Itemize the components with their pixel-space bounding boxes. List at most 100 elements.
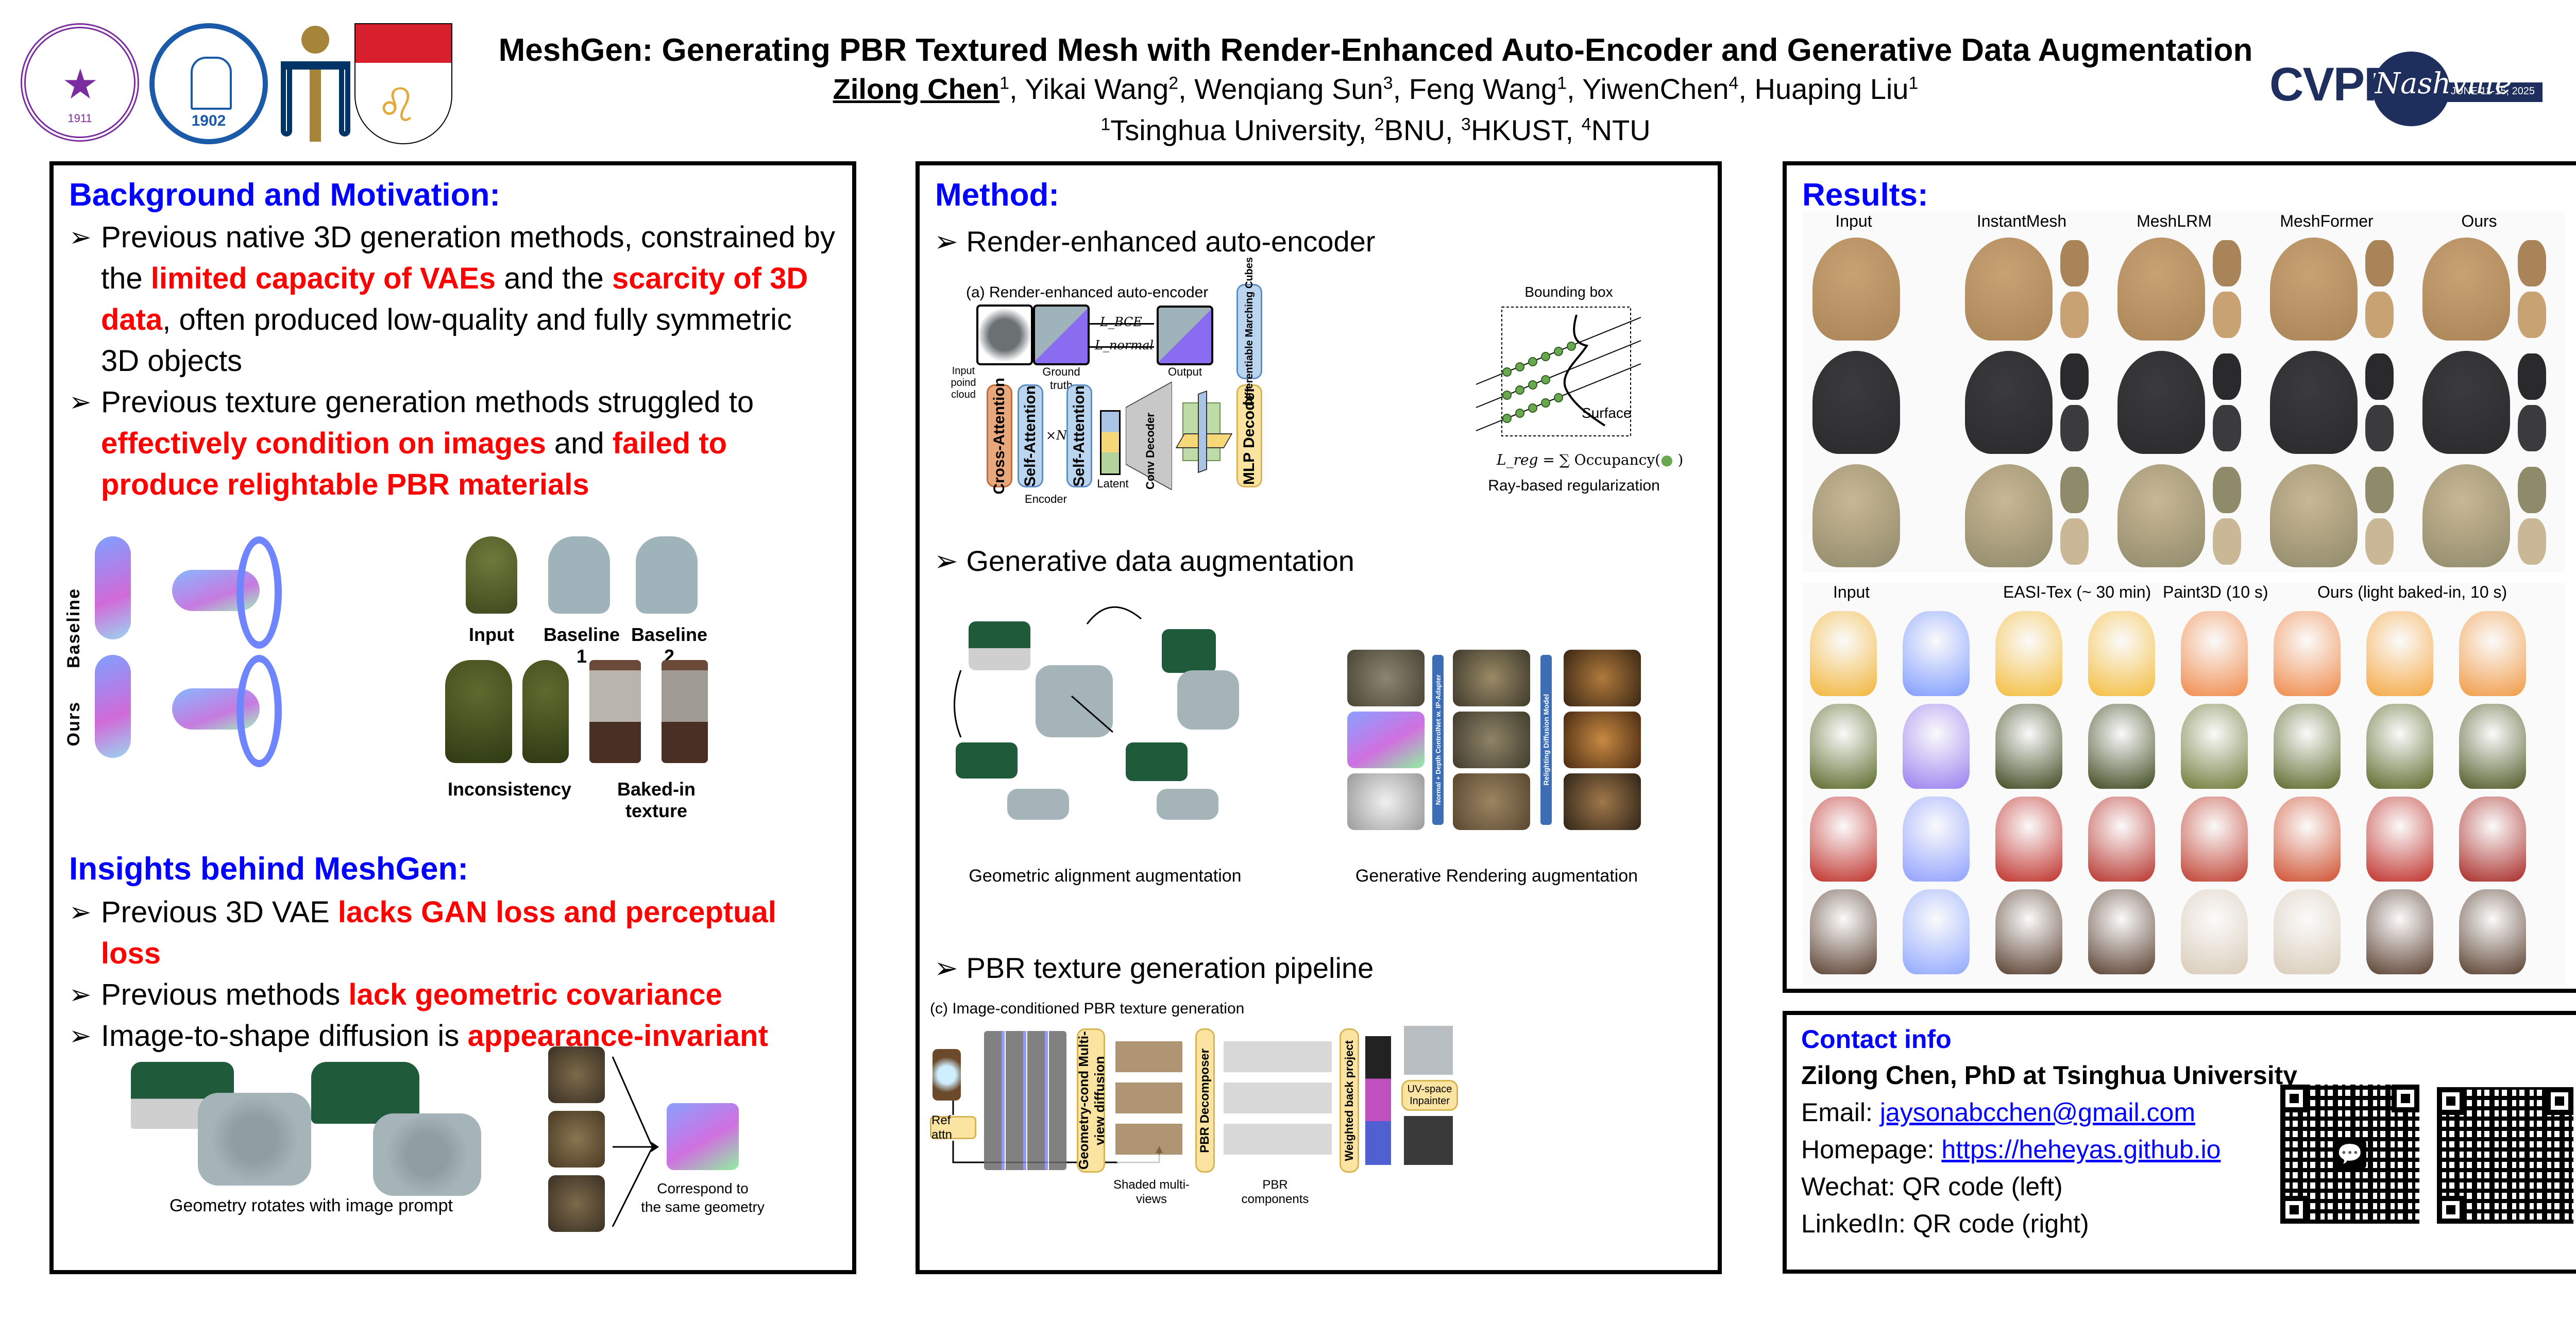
column-header: Ours (light baked-in, 10 s)	[2317, 583, 2507, 601]
sample-point-icon: ●	[1660, 451, 1673, 468]
bullet-text: Previous methods	[101, 978, 349, 1011]
affiliation-name: HKUST	[1470, 114, 1566, 146]
emphasis-text: limited capacity of VAEs	[150, 262, 496, 295]
bar-controlnet: Normal + Depth ControlNet w. IP-Adapter	[1432, 655, 1444, 825]
baked-chair-back	[662, 660, 708, 763]
caption-inconsistency: Inconsistency	[447, 779, 572, 800]
normal-render-ring	[236, 655, 282, 767]
result-render-side	[2213, 467, 2241, 513]
contact-homepage: Homepage: https://heheyas.github.io	[1801, 1135, 2221, 1164]
insights-figure: Geometry rotates with image prompt Corre…	[54, 1041, 857, 1258]
bullet-text: Image-to-shape diffusion is	[101, 1019, 468, 1053]
result-render-side	[2213, 240, 2241, 286]
subsection-augmentation: ➢ Generative data augmentation	[934, 545, 1354, 577]
result-render-side	[2365, 405, 2394, 451]
column-header: MeshFormer	[2280, 212, 2374, 230]
texture-render	[2088, 889, 2155, 974]
result-render-side	[2518, 353, 2546, 400]
section-heading-background: Background and Motivation:	[69, 177, 500, 213]
homepage-link[interactable]: https://heheyas.github.io	[1941, 1135, 2221, 1164]
block-pbr-decomposer: PBR Decomposer	[1195, 1028, 1215, 1173]
arrow-bullet-icon: ➢	[69, 223, 92, 252]
normal-render-figure	[95, 536, 131, 639]
texture-render	[2181, 797, 2248, 882]
bullet-item: ➢Image-to-shape diffusion is appearance-…	[69, 1016, 842, 1057]
block-differentiable-marching-cubes: Differentiable Marching Cubes	[1236, 257, 1262, 406]
star-icon: ★	[62, 61, 99, 107]
bullet-item: ➢Previous texture generation methods str…	[69, 382, 837, 505]
normal-render-figure	[95, 655, 131, 758]
caption-baked-in-texture: Baked-in texture	[617, 779, 696, 821]
dragon-render	[1347, 650, 1425, 706]
point-cloud-car	[373, 1113, 481, 1196]
bar-relighting: Relighting Diffusion Model	[1540, 655, 1552, 825]
column-header: MeshLRM	[2137, 212, 2212, 230]
texture-render	[1995, 889, 2062, 974]
result-render-main	[1812, 464, 1900, 567]
point-cloud-car	[1157, 789, 1218, 820]
normal-render-ring	[236, 536, 282, 649]
result-render-side	[2060, 518, 2089, 565]
row-label-ours: Ours	[64, 701, 83, 747]
augmentation-figure: Normal + Depth ControlNet w. IP-Adapter …	[940, 593, 1713, 835]
rotation-arrows	[954, 606, 1142, 738]
section-heading-results: Results:	[1802, 177, 1928, 213]
caption-input: Input	[469, 624, 514, 645]
linkedin-qr-code[interactable]	[2437, 1087, 2573, 1224]
texture-render	[2181, 704, 2248, 789]
result-render-main	[1965, 351, 2053, 454]
result-render-side	[2518, 467, 2546, 513]
texture-render	[1995, 611, 2062, 696]
dragon-generated	[1453, 773, 1530, 830]
dragon-relit	[1564, 650, 1641, 706]
column-header: Paint3D (10 s)	[2163, 583, 2268, 601]
texture-render	[1810, 797, 1877, 882]
affiliation-name: NTU	[1591, 114, 1651, 146]
texture-render	[1903, 611, 1970, 696]
caption-generative-rendering: Generative Rendering augmentation	[1355, 866, 1638, 886]
result-render-main	[1965, 464, 2053, 567]
affiliation-marker: 1	[1908, 73, 1919, 93]
email-link[interactable]: jaysonabcchen@gmail.com	[1879, 1098, 2195, 1127]
dragon-relit	[1564, 773, 1641, 830]
pbr-components	[1224, 1036, 1332, 1165]
result-render-side	[2213, 353, 2241, 400]
wechat-qr-code[interactable]: 💬	[2280, 1085, 2419, 1224]
dragon-normal-render	[667, 1103, 739, 1170]
block-multiview-diffusion: Geometry-cond Multi-view diffusion	[1076, 1028, 1107, 1173]
dragon-relit	[1564, 712, 1641, 768]
block-self-attention: Self-Attention	[1018, 384, 1043, 487]
affiliation-marker: 3	[1461, 114, 1471, 134]
texture-render	[2366, 797, 2433, 882]
background-bullets: ➢Previous native 3D generation methods, …	[69, 217, 837, 505]
dragon-generated	[1453, 712, 1530, 768]
result-render-main	[2270, 464, 2358, 567]
section-heading-method: Method:	[935, 177, 1060, 213]
result-render-main	[1965, 238, 2053, 341]
label-latent: Latent	[1097, 477, 1129, 490]
label-input-point-cloud: Input poind cloud	[951, 365, 976, 400]
caption-baseline-1: Baseline 1	[543, 624, 620, 667]
panel-method: Method: ➢ Render-enhanced auto-encoder (…	[916, 161, 1722, 1274]
contact-name: Zilong Chen, PhD at Tsinghua University	[1801, 1061, 2298, 1090]
input-point-cloud-box	[976, 305, 1033, 365]
bullet-text: Previous texture generation methods stru…	[101, 385, 754, 419]
dragon-statue	[548, 1046, 605, 1103]
affiliation-name: BNU	[1384, 114, 1445, 146]
texture-render	[1995, 704, 2062, 789]
result-render-side	[2518, 240, 2546, 286]
result-render-main	[2117, 238, 2205, 341]
texture-render	[2181, 889, 2248, 974]
contact-heading: Contact info	[1801, 1025, 1952, 1054]
uv-texture-bottom	[1404, 1116, 1453, 1165]
subsection-rae: ➢ Render-enhanced auto-encoder	[934, 225, 1376, 258]
caption-geometric-alignment: Geometric alignment augmentation	[969, 866, 1242, 886]
result-render-side	[2365, 292, 2394, 338]
block-mlp-decoder: MLP Decoder	[1236, 384, 1262, 487]
emphasis-text: appearance-invariant	[467, 1019, 768, 1053]
result-render-main	[2117, 351, 2205, 454]
caption-baseline-2: Baseline 2	[631, 624, 708, 667]
point-cloud-car	[198, 1093, 311, 1186]
